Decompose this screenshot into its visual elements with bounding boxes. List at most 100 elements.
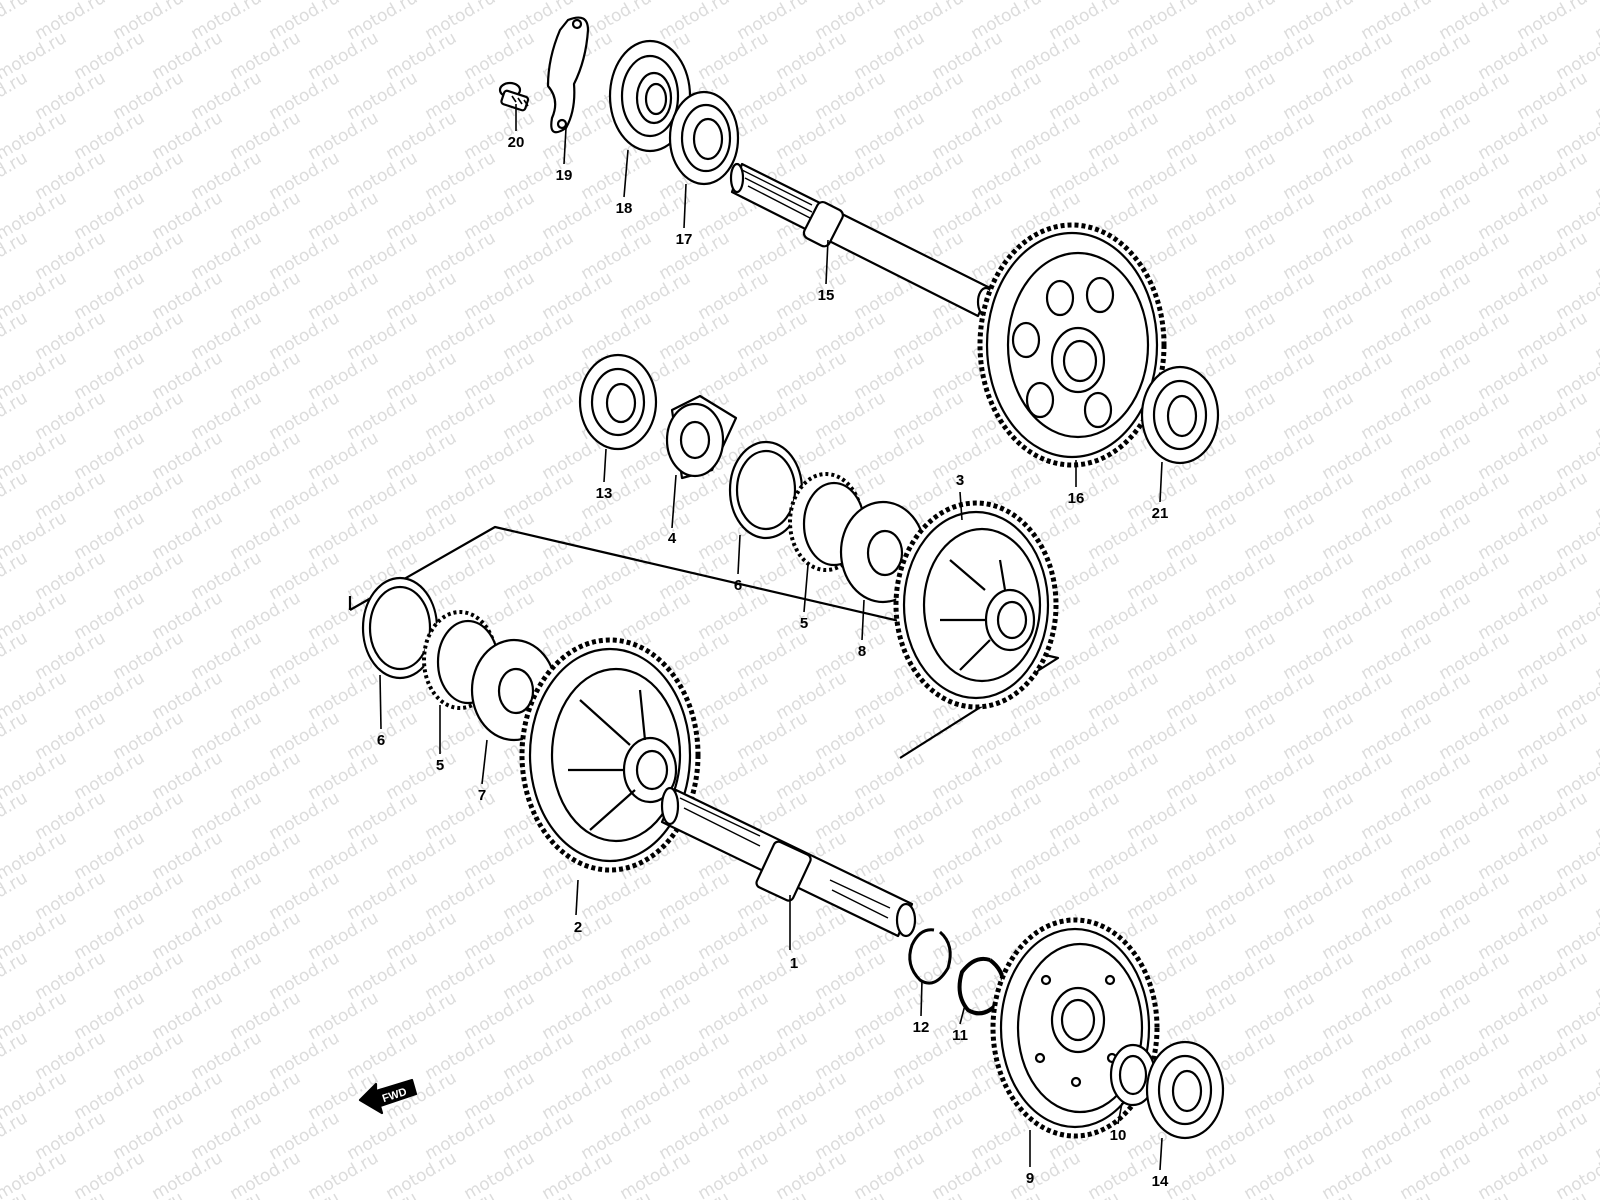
watermark-text: motod.ru — [305, 108, 383, 164]
watermark-text: motod.ru — [110, 388, 188, 444]
watermark-text: motod.ru — [1124, 788, 1202, 844]
watermark-text: motod.ru — [1124, 628, 1202, 684]
watermark-text: motod.ru — [227, 108, 305, 164]
watermark-text: motod.ru — [1163, 748, 1241, 804]
leader-line-13 — [603, 448, 607, 483]
watermark-text: motod.ru — [188, 628, 266, 684]
leader-line-5 — [803, 564, 809, 613]
watermark-text: motod.ru — [773, 588, 851, 644]
watermark-text: motod.ru — [539, 268, 617, 324]
watermark-text: motod.ru — [1436, 388, 1514, 444]
watermark-text: motod.ru — [422, 1188, 500, 1200]
watermark-text: motod.ru — [539, 188, 617, 244]
watermark-text: motod.ru — [695, 1068, 773, 1124]
leader-line-4 — [671, 474, 677, 529]
part-number-label-21: 21 — [1152, 505, 1169, 522]
watermark-text: motod.ru — [305, 828, 383, 884]
watermark-text: motod.ru — [266, 1028, 344, 1084]
watermark-text: motod.ru — [1007, 108, 1085, 164]
watermark-text: motod.ru — [383, 28, 461, 84]
watermark-text: motod.ru — [422, 948, 500, 1004]
watermark-text: motod.ru — [383, 108, 461, 164]
watermark-text: motod.ru — [1319, 588, 1397, 644]
watermark-text: motod.ru — [500, 548, 578, 604]
watermark-text: motod.ru — [1514, 68, 1592, 124]
watermark-text: motod.ru — [734, 628, 812, 684]
watermark-text: motod.ru — [851, 1148, 929, 1200]
watermark-text: motod.ru — [1475, 748, 1553, 804]
watermark-text: motod.ru — [1358, 228, 1436, 284]
watermark-text: motod.ru — [1397, 588, 1475, 644]
watermark-text: motod.ru — [890, 788, 968, 844]
watermark-text: motod.ru — [500, 468, 578, 524]
watermark-text: motod.ru — [1085, 588, 1163, 644]
watermark-text: motod.ru — [422, 548, 500, 604]
watermark-text: motod.ru — [344, 948, 422, 1004]
watermark-text: motod.ru — [149, 1068, 227, 1124]
watermark-text: motod.ru — [0, 548, 31, 604]
watermark-text: motod.ru — [32, 1188, 110, 1200]
watermark-text: motod.ru — [1475, 268, 1553, 324]
watermark-text: motod.ru — [1436, 308, 1514, 364]
watermark-text: motod.ru — [1163, 508, 1241, 564]
leader-line-19 — [563, 127, 567, 165]
shaft-part-15 — [729, 162, 996, 318]
watermark-text: motod.ru — [1475, 588, 1553, 644]
watermark-text: motod.ru — [422, 868, 500, 924]
watermark-text: motod.ru — [1280, 1188, 1358, 1200]
watermark-text: motod.ru — [578, 148, 656, 204]
watermark-text: motod.ru — [1046, 68, 1124, 124]
watermark-text: motod.ru — [1046, 1188, 1124, 1200]
watermark-text: motod.ru — [968, 708, 1046, 764]
watermark-text: motod.ru — [1514, 308, 1592, 364]
watermark-text: motod.ru — [1592, 148, 1600, 204]
watermark-text: motod.ru — [32, 468, 110, 524]
watermark-text: motod.ru — [32, 68, 110, 124]
watermark-text: motod.ru — [539, 588, 617, 644]
watermark-text: motod.ru — [1202, 1188, 1280, 1200]
watermark-text: motod.ru — [773, 668, 851, 724]
watermark-text: motod.ru — [1592, 1108, 1600, 1164]
watermark-text: motod.ru — [851, 108, 929, 164]
watermark-text: motod.ru — [422, 68, 500, 124]
watermark-text: motod.ru — [500, 868, 578, 924]
washer-part-6-upper — [728, 440, 804, 540]
countershaft-part-1 — [660, 786, 917, 938]
watermark-text: motod.ru — [851, 28, 929, 84]
watermark-text: motod.ru — [1319, 828, 1397, 884]
watermark-text: motod.ru — [656, 948, 734, 1004]
watermark-text: motod.ru — [0, 148, 31, 204]
watermark-text: motod.ru — [422, 148, 500, 204]
watermark-text: motod.ru — [890, 148, 968, 204]
watermark-text: motod.ru — [1397, 188, 1475, 244]
watermark-text: motod.ru — [1475, 668, 1553, 724]
leader-line-8 — [861, 599, 865, 641]
watermark-text: motod.ru — [383, 508, 461, 564]
washer-part-10 — [1109, 1043, 1157, 1107]
watermark-text: motod.ru — [1319, 988, 1397, 1044]
watermark-text: motod.ru — [71, 1148, 149, 1200]
watermark-text: motod.ru — [734, 388, 812, 444]
watermark-text: motod.ru — [1436, 708, 1514, 764]
watermark-text: motod.ru — [305, 268, 383, 324]
watermark-text: motod.ru — [1358, 468, 1436, 524]
watermark-text: motod.ru — [149, 828, 227, 884]
watermark-text: motod.ru — [0, 1028, 31, 1084]
watermark-text: motod.ru — [734, 68, 812, 124]
watermark-text: motod.ru — [812, 1188, 890, 1200]
watermark-text: motod.ru — [1319, 1148, 1397, 1200]
watermark-text: motod.ru — [1319, 268, 1397, 324]
watermark-text: motod.ru — [812, 1028, 890, 1084]
watermark-text: motod.ru — [110, 788, 188, 844]
watermark-text: motod.ru — [695, 988, 773, 1044]
watermark-text: motod.ru — [71, 668, 149, 724]
part-number-label-20: 20 — [508, 134, 525, 151]
watermark-text: motod.ru — [0, 308, 31, 364]
watermark-text: motod.ru — [695, 348, 773, 404]
watermark-text: motod.ru — [32, 628, 110, 684]
part-number-label-1: 1 — [790, 955, 798, 972]
watermark-text: motod.ru — [383, 188, 461, 244]
watermark-text: motod.ru — [1358, 788, 1436, 844]
watermark-text: motod.ru — [890, 308, 968, 364]
